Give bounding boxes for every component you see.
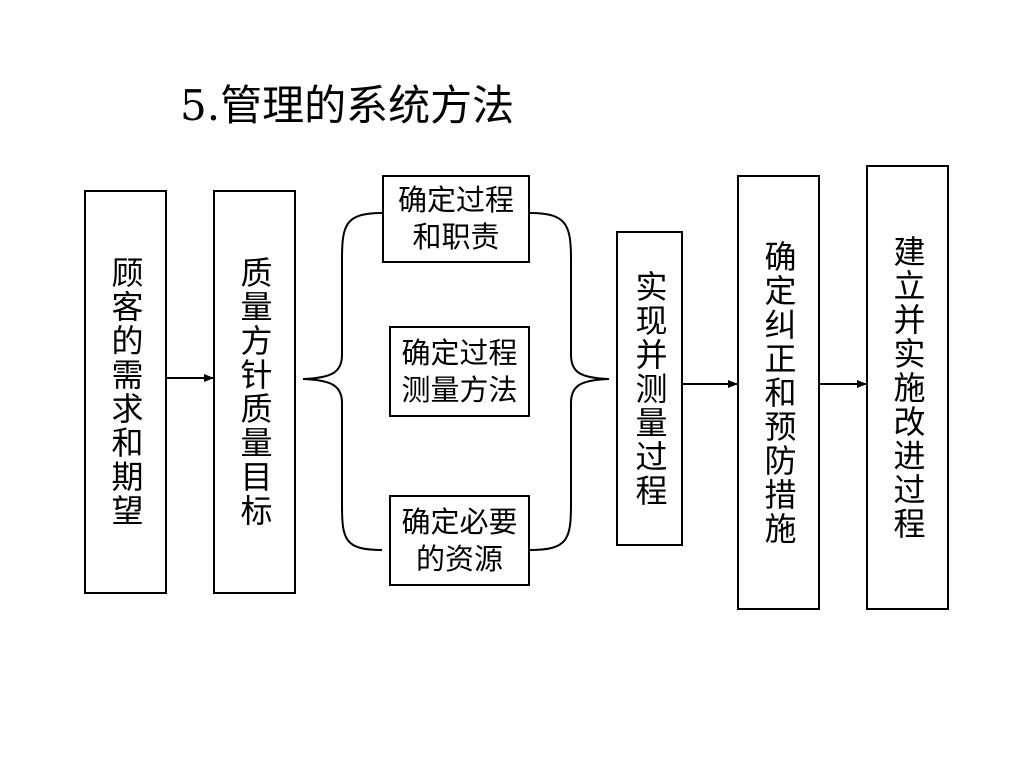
left-brace (302, 212, 383, 551)
customer-needs-box: 顾客的需求和期望 (84, 190, 167, 594)
quality-policy-box: 质量方针质量目标 (213, 190, 296, 594)
corrective-preventive-box: 确定纠正和预防措施 (737, 175, 820, 610)
implement-measure-box: 实现并测量过程 (616, 231, 683, 546)
right-brace (529, 212, 610, 551)
corrective-preventive-label: 确定纠正和预防措施 (759, 239, 798, 546)
improve-process-box: 建立并实施改进过程 (866, 165, 949, 610)
process-responsibility-box: 确定过程 和职责 (382, 175, 530, 263)
process-measurement-label: 确定过程 测量方法 (401, 335, 518, 407)
page-title: 5.管理的系统方法 (180, 81, 515, 130)
necessary-resources-box: 确定必要 的资源 (389, 495, 530, 586)
improve-process-label: 建立并实施改进过程 (888, 234, 927, 541)
process-measurement-box: 确定过程 测量方法 (389, 326, 530, 417)
quality-policy-label: 质量方针质量目标 (235, 256, 274, 528)
implement-measure-label: 实现并测量过程 (630, 269, 669, 508)
process-responsibility-label: 确定过程 和职责 (397, 183, 514, 254)
customer-needs-label: 顾客的需求和期望 (106, 256, 145, 528)
necessary-resources-label: 确定必要 的资源 (401, 504, 518, 576)
